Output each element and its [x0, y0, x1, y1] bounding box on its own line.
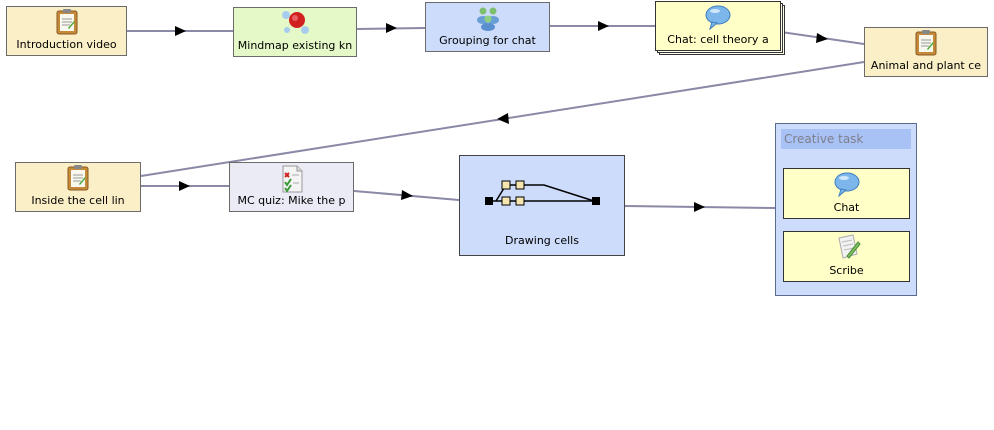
clipboard-document-icon [66, 165, 90, 195]
activity-label: Grouping for chat [439, 34, 536, 47]
scribe-document-icon [833, 234, 861, 264]
activity-label: Drawing cells [505, 234, 579, 247]
arrowhead [175, 26, 186, 36]
activity-chat-cell-theory[interactable]: Chat: cell theory a [655, 1, 781, 51]
activity-animal-and-plant-cells[interactable]: Animal and plant ce [864, 27, 988, 77]
activity-label: Animal and plant ce [870, 59, 982, 72]
group-item-label: Chat [833, 201, 860, 214]
activity-label: Chat: cell theory a [667, 33, 769, 46]
branching-diagram-icon [484, 179, 602, 213]
speech-bubble-icon [832, 171, 862, 201]
activity-grouping-for-chat[interactable]: Grouping for chat [425, 2, 550, 52]
activity-group-creative-task[interactable]: Creative task Chat Scribe [775, 123, 917, 296]
arrowhead [497, 113, 509, 124]
activity-label: Introduction video [16, 38, 117, 51]
arrowhead [401, 190, 413, 200]
arrowhead [179, 181, 190, 191]
activity-inside-the-cell[interactable]: Inside the cell lin [15, 162, 141, 212]
group-item-chat[interactable]: Chat [783, 168, 910, 219]
quiz-checklist-icon [279, 165, 305, 197]
activity-label: MC quiz: Mike the p [237, 194, 346, 207]
arrowhead [816, 33, 828, 43]
clipboard-document-icon [55, 9, 79, 39]
activity-mc-quiz[interactable]: MC quiz: Mike the p [229, 162, 354, 212]
group-item-scribe[interactable]: Scribe [783, 231, 910, 282]
speech-bubble-icon [703, 4, 733, 34]
group-title: Creative task [781, 129, 911, 149]
activity-introduction-video[interactable]: Introduction video [6, 6, 127, 56]
arrowhead [386, 23, 397, 33]
arrowhead [694, 202, 705, 212]
activity-label: Inside the cell lin [31, 194, 125, 207]
activity-drawing-cells[interactable]: Drawing cells [459, 155, 625, 256]
clipboard-document-icon [914, 30, 938, 60]
people-group-icon [474, 5, 502, 35]
arrowhead [598, 21, 609, 31]
activity-label: Mindmap existing kn [237, 39, 353, 52]
mindmap-icon [280, 10, 310, 40]
group-item-label: Scribe [829, 264, 864, 277]
activity-mindmap[interactable]: Mindmap existing kn [233, 7, 357, 57]
